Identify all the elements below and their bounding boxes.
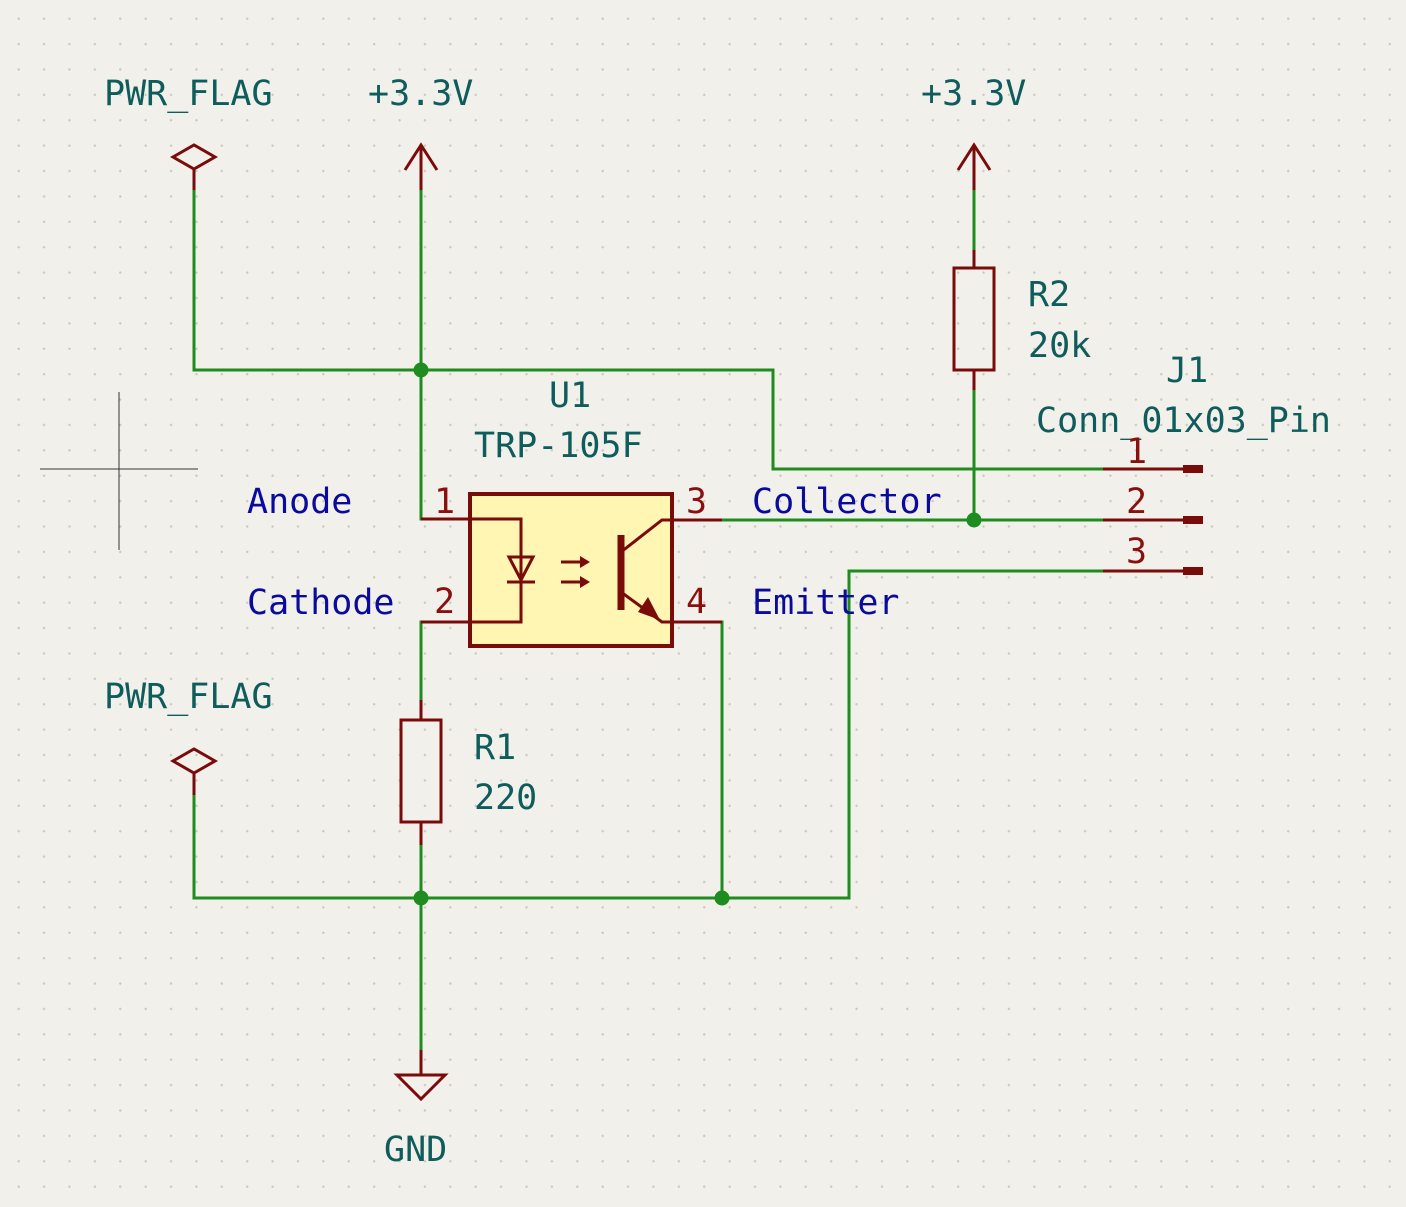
wire-vcc-left[interactable] [419,188,472,521]
vcc-right-label: +3.3V [921,74,1026,114]
gnd-label: GND [384,1130,447,1170]
led-diode-icon [506,555,536,584]
connector-j1[interactable] [1103,465,1203,575]
vcc-left-label: +3.3V [368,74,473,114]
phototransistor-icon [617,518,672,624]
j1-pin3-number: 3 [1126,532,1147,572]
junction-vcc [413,362,429,378]
resistor-r2[interactable] [952,250,996,390]
wire-vcc-to-j1-pin1[interactable] [419,368,1105,471]
pwr-flag-bottom-label: PWR_FLAG [104,677,273,717]
resistor-r1[interactable] [399,700,443,845]
pwr-flag-top-symbol[interactable] [169,143,219,190]
vcc-left-arrow-icon[interactable] [403,142,439,190]
u1-value: TRP-105F [474,426,643,466]
junctions [413,362,982,906]
u1-reference: U1 [549,376,591,416]
r2-reference: R2 [1028,275,1070,315]
gnd-symbol-icon[interactable] [393,1050,449,1102]
u1-pin4-name: Emitter [752,583,900,623]
vcc-right-arrow-icon[interactable] [956,142,992,190]
r2-value: 20k [1028,326,1091,366]
j1-pin1-number: 1 [1126,432,1147,472]
r1-reference: R1 [474,728,516,768]
optocoupler-u1[interactable] [421,492,722,648]
u1-pin3-number: 3 [686,482,707,522]
u1-pin1-name: Anode [247,482,352,522]
u1-pin2-number: 2 [434,582,455,622]
pwr-flag-top-label: PWR_FLAG [104,74,273,114]
junction-gnd-r1 [413,890,429,906]
wire-pwrflag-top[interactable] [192,188,423,372]
u1-pin4-number: 4 [686,582,707,622]
j1-value: Conn_01x03_Pin [1036,401,1331,441]
wire-gnd-bus[interactable] [192,569,1105,900]
u1-pin3-name: Collector [752,482,942,522]
j1-pin2-number: 2 [1126,482,1147,522]
j1-reference: J1 [1166,351,1208,391]
r1-value: 220 [474,778,537,818]
wire-cathode-r1[interactable] [419,620,472,702]
cursor-crosshair [40,392,198,550]
u1-pin1-number: 1 [434,482,455,522]
light-arrows-icon [561,556,590,588]
u1-pin2-name: Cathode [247,583,395,623]
junction-collector [966,512,982,528]
wires [192,188,1105,1052]
pwr-flag-bottom-symbol[interactable] [169,747,219,795]
junction-gnd-emitter [714,890,730,906]
